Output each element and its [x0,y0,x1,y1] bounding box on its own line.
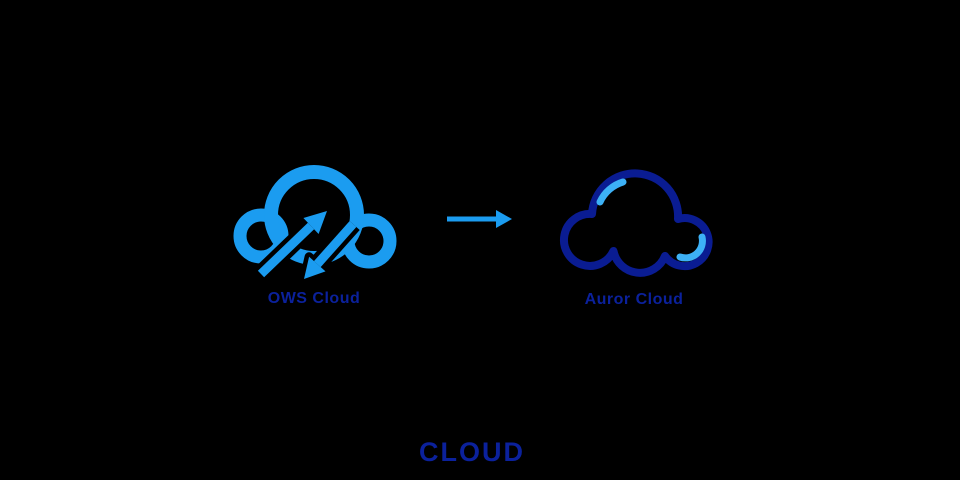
source-cloud-label: OWS Cloud [267,290,361,307]
up-right-arrow [254,206,332,281]
source-cloud-icon [232,158,402,293]
arrow-right-icon [447,210,512,228]
cloud-outline-path [560,169,713,277]
cloud-sync-arrows-icon [233,165,397,284]
target-cloud-icon [555,160,715,280]
flow-arrow-icon [446,207,514,231]
top-left-highlight-arc [596,178,627,206]
cloud-outline-icon [560,169,713,277]
bottom-right-highlight-arc [676,233,706,262]
target-cloud-label: Auror Cloud [584,291,684,308]
caption-text: CLOUD [419,437,525,467]
down-left-arrow [299,218,360,284]
